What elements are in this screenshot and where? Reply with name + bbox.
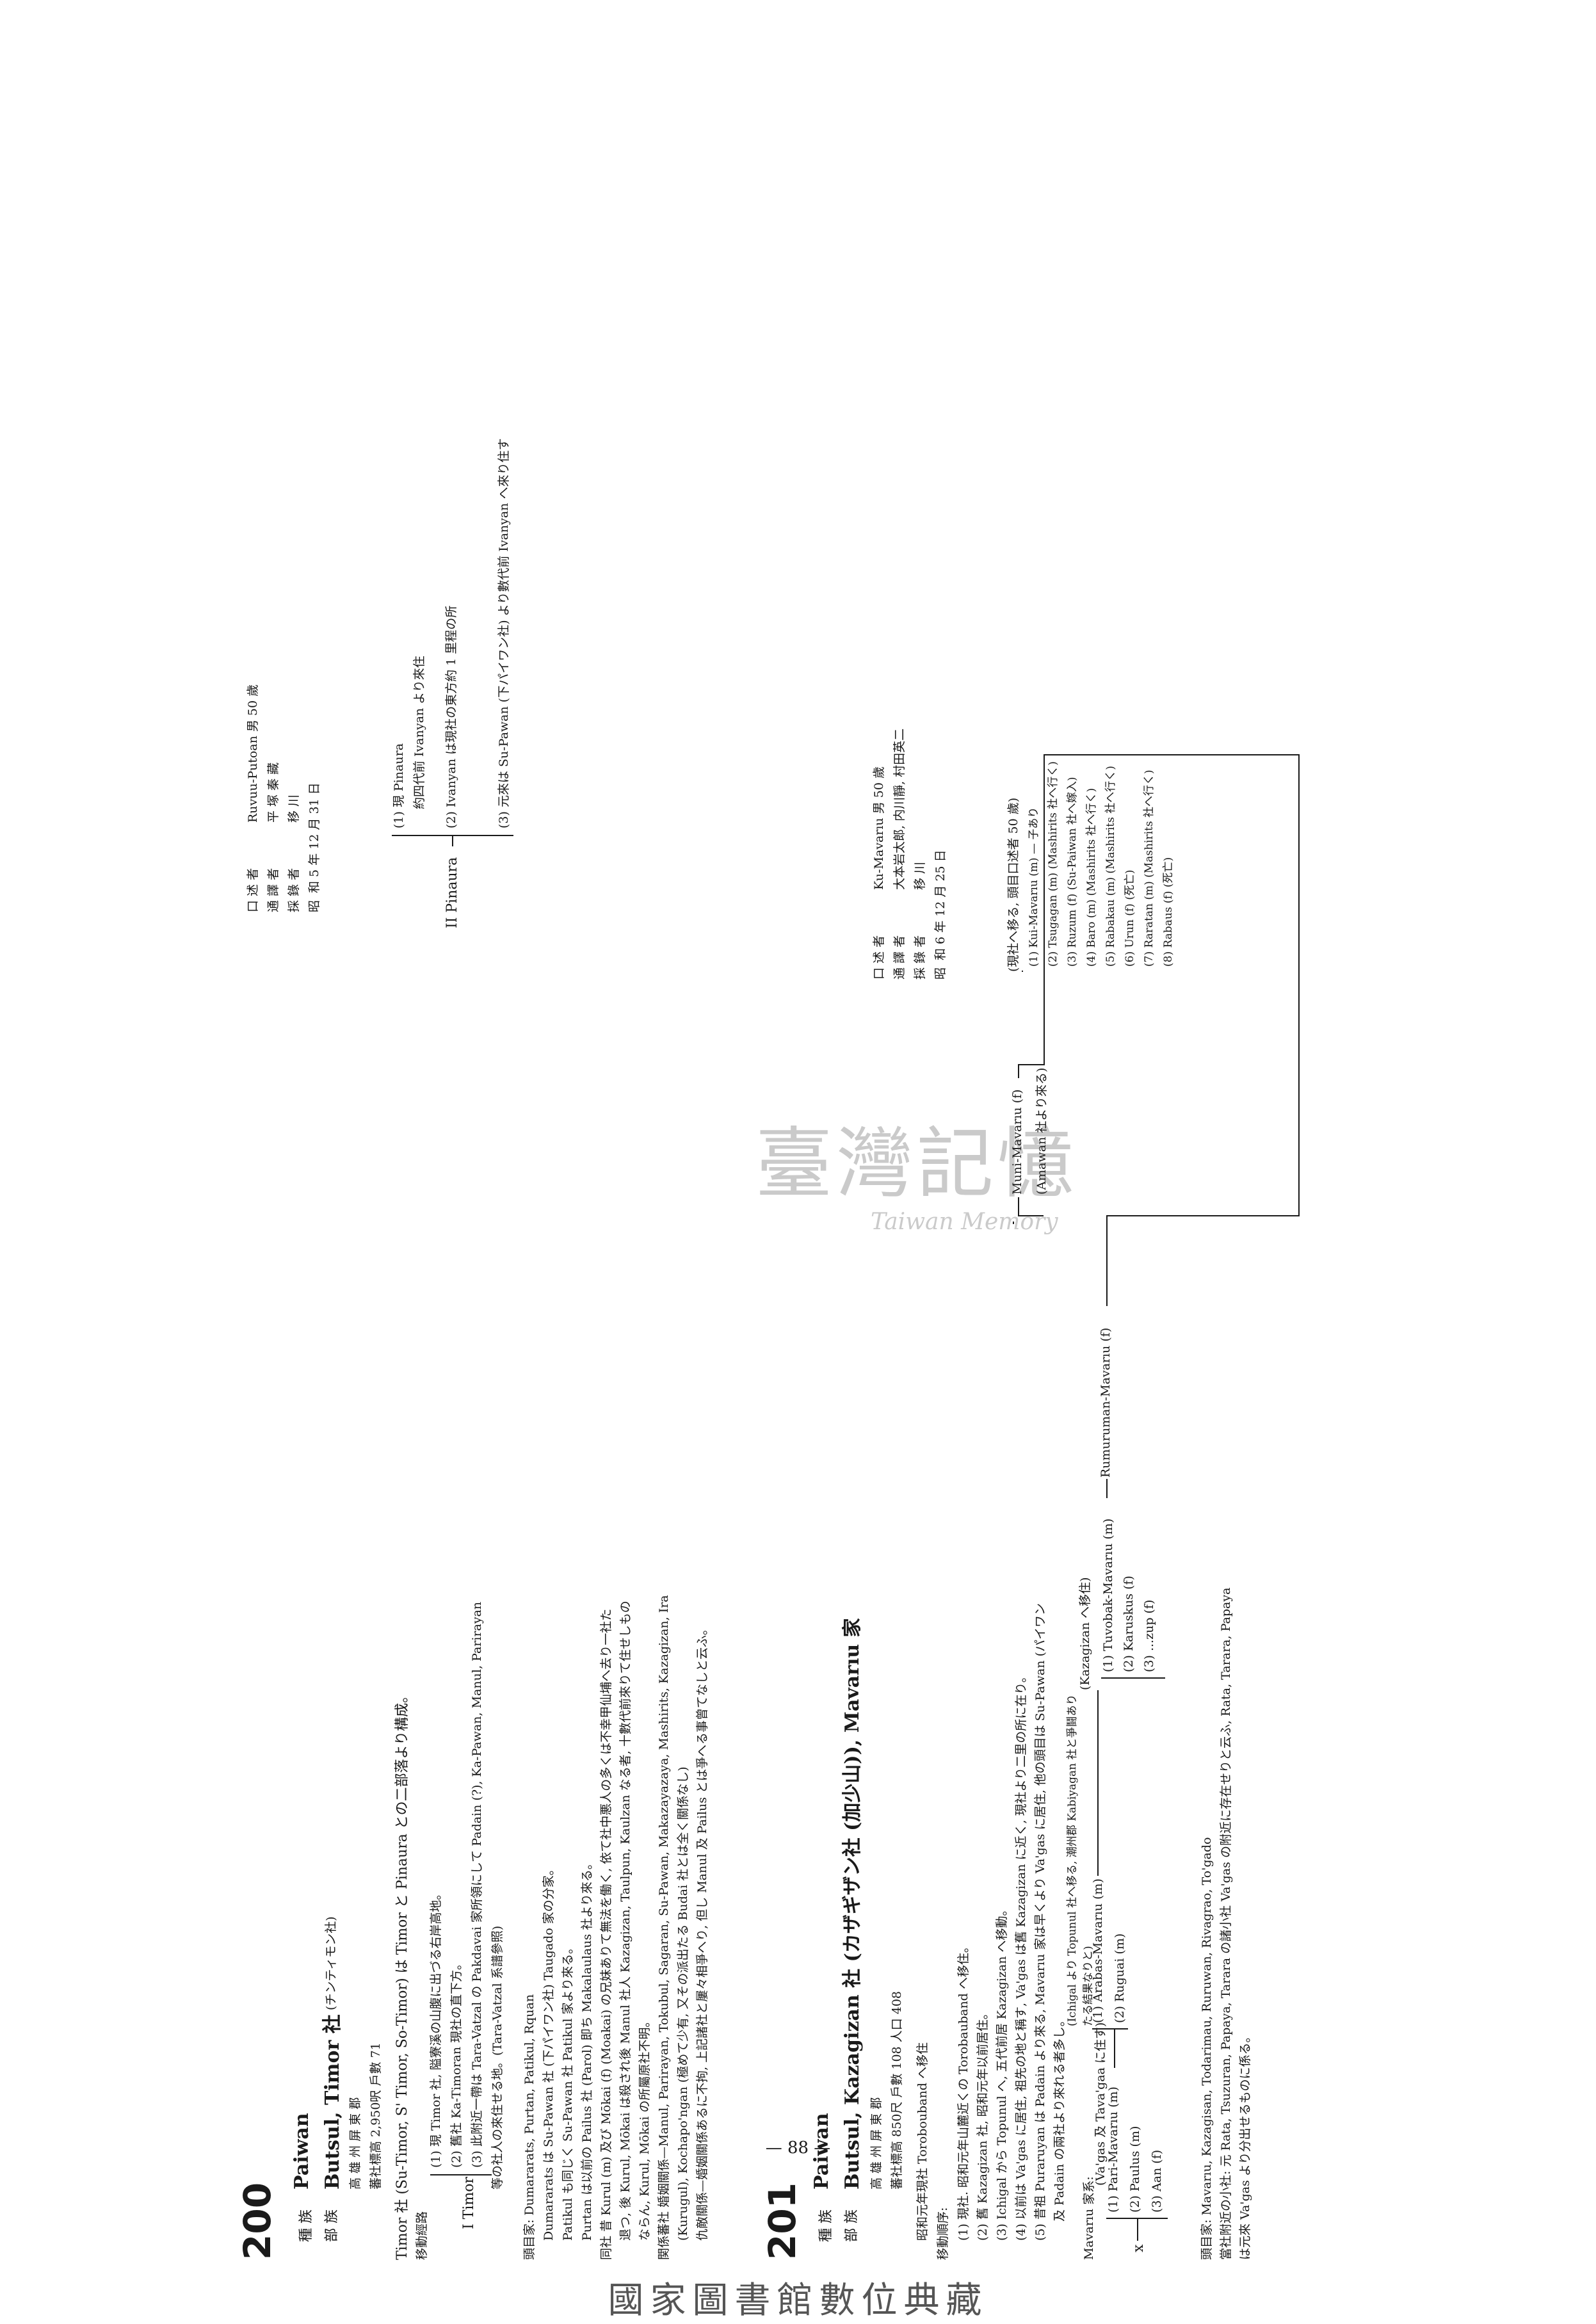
route-item: (2) 舊社 Ka-Timoran 現社の直下方。: [449, 1957, 463, 2168]
informant-label: 口 述 者: [872, 935, 886, 980]
informant-value: 平 塚 秦 藏: [266, 762, 280, 823]
connector: [1114, 2029, 1115, 2068]
description: Timor 社 (Su-Timor, S' Timor, So-Timor) は…: [394, 1688, 410, 2260]
tree-center: Rumuruman-Mavarıu (f): [1099, 1327, 1113, 1478]
tribe-label: 部 族: [844, 2209, 860, 2242]
migration-label: 移動經路: [415, 2211, 429, 2260]
informant-value: 移 川: [913, 861, 927, 890]
tree-gg: (Kazagizan へ移住): [1078, 1577, 1092, 1690]
pinaura-item: (3) 元來は Su-Pawan (下パイワン社) より數代前 Ivanyan …: [497, 438, 511, 828]
tree-grand: (2) Ruguai (m): [1113, 1933, 1127, 2023]
brace: [392, 835, 513, 836]
informant-value: 大本岩太郎, 内川靜, 村田英二: [892, 728, 907, 890]
child-5: (5) Rabakau (m) (Mashirits 社へ行く): [1104, 766, 1117, 967]
race-label: 種 族: [818, 2209, 834, 2242]
chief-line: Purtan は以前の Pailus 社 (Parol) 即ち Makalaul…: [580, 1857, 594, 2241]
connector: [1106, 1215, 1298, 1216]
informant-label: 採 錄 者: [913, 935, 927, 980]
connector: [1097, 1690, 1099, 1876]
chief-line: Dumararats は Su-Pawan 社 (下パイワン社) Taugado…: [542, 1863, 556, 2241]
tree-gg: (3) ...zup (f): [1142, 1599, 1156, 1672]
connector: [1018, 1065, 1019, 1078]
connector: [1018, 1064, 1044, 1065]
altitude: 蕃社標高 2,950呎 戶數 71: [369, 2042, 383, 2190]
watermark: 臺灣記憶 Taiwan Memory: [755, 1101, 1078, 1235]
tree-gg: (2) Karuskus (f): [1122, 1576, 1136, 1672]
tree-note: (Ichigal より Topunul 社へ移る, 潮州郡 Kabiyagan …: [1066, 1694, 1095, 2026]
chief-line: Patikul も同じく Su-Pawan 社 Patikul 家より來る。: [561, 1941, 575, 2241]
child-8: (8) Rabaus (f) (死亡): [1162, 857, 1175, 967]
child-1: (1) Kui-Mavarıu (m) — 子あり: [1028, 807, 1040, 967]
brace: [1022, 971, 1023, 972]
child-7: (7) Raratan (m) (Mashirits 社へ行く): [1143, 770, 1156, 967]
tree-root: x: [1131, 2244, 1147, 2252]
pinaura-item: (2) Ivanyan は現社の東方約 1 里程の所: [444, 605, 458, 828]
child-3: (3) Ruzum (f) (Su-Paiwan 社へ嫁入): [1066, 777, 1079, 967]
chief-line: 関係蕃社 婚姻關係—Manul, Parirayan, Tokubul, Sag…: [657, 1595, 671, 2260]
child-6: (6) Urun (f) (死亡): [1124, 869, 1136, 967]
pinaura-item: (1) 現 Pinaura: [392, 743, 406, 828]
connector: [1106, 1216, 1108, 1306]
brace: [430, 2174, 492, 2175]
step: (1) 現社. 昭和元年山麓近くの Torobauband へ移住。: [956, 1941, 971, 2241]
watermark-latin: Taiwan Memory: [871, 1209, 1058, 1235]
brace: [1101, 1677, 1165, 1679]
informant-label: 採 錄 者: [287, 867, 301, 912]
child-2: (2) Tsugagan (m) (Mashirits 社へ行く): [1047, 761, 1060, 967]
route-roman: I Timor: [461, 2176, 477, 2229]
entry-number-200: 200: [236, 2182, 279, 2260]
race-label: 種 族: [298, 2209, 314, 2242]
family-label: Mavarıu 家系:: [1082, 2176, 1096, 2260]
tribe-name: Butsul, Kazagizan 社 (カザギザン社 (加少山)), Mava…: [841, 1618, 864, 2190]
route-item: (1) 現 Timor 社, 隘寮溪の山腹に出づる右岸高地。: [429, 1887, 443, 2168]
connector: [1106, 1479, 1108, 1498]
tribe-label: 部 族: [324, 2209, 340, 2242]
children-header: (現社へ移る, 頭目口述者 50 歲): [1006, 797, 1020, 972]
footer-text: 國家圖書館數位典藏: [608, 2280, 988, 2321]
tree-child: (3) Aan (f): [1150, 2149, 1164, 2213]
brace: [1106, 2218, 1168, 2219]
informant-label: 通 譯 者: [892, 935, 907, 980]
chief-line: 當社附近の小社: 元 Rata, Tsuzuran, Papaya, Tarar…: [1219, 1587, 1233, 2260]
connector: [1298, 755, 1300, 1216]
route-item: (3) 此附近一帶は Tara-Vatzal の Pakdavai 家所領にして…: [470, 1601, 484, 2168]
chief-line: 頭目家: Dumararats, Purtan, Patikul, Rquan: [522, 1994, 536, 2260]
informant-label: 昭: [933, 967, 947, 980]
tribe-name: Butsul, Timor 社: [321, 2014, 344, 2190]
pinaura-roman: II Pinaura: [444, 857, 460, 928]
entry-number-201: 201: [761, 2182, 804, 2260]
chief-line: 頭目家: Mavarıu, Kazagisan, Todarimau, Ruru…: [1200, 1837, 1214, 2260]
child-4: (4) Baro (m) (Mashirits 社へ行く): [1085, 787, 1098, 967]
page-number: — 88 —: [765, 2138, 831, 2158]
chief-line: ならん, Kurul, Mōkai の所屬原社不明。: [638, 2015, 652, 2241]
connector: [1137, 2219, 1138, 2241]
connector: [1044, 754, 1300, 755]
altitude: 蕃社標高 850尺 戶數 108 人口 408: [890, 1991, 904, 2190]
step: (3) Ichigal から Topunul へ, 五代前居 Kazagizan…: [995, 1903, 1009, 2241]
tribe-kana: (チンティモン社): [324, 1916, 338, 2010]
step: 及 Padain の兩社より來れる者多し。: [1052, 2014, 1067, 2222]
informant-label: 昭: [307, 900, 321, 912]
tree-header: (Va'gas 及 Tava'gaa に住す): [1093, 2022, 1108, 2186]
chief-line: (Kurugul), Kochapo'ngan (極めて少有, 又その派出たる …: [676, 1766, 690, 2241]
step: (2) 舊 Kazagizan 社, 昭和元年以前居住。: [976, 2007, 990, 2241]
brace: [1092, 2028, 1128, 2029]
chief-line: 同社 昔 Kurul (m) 及び Mōkai (f) (Moakai) の兄妹…: [599, 1608, 613, 2260]
informant-label: 通 譯 者: [266, 867, 280, 912]
tree-gg: (1) Tuvobak-Mavarıu (m): [1101, 1518, 1115, 1672]
informant-value: Ku-Mavarıu 男 50 歲: [872, 766, 886, 890]
informant-label: 口 述 者: [246, 867, 260, 912]
informant-value: 和 6 年 12 月 25 日: [933, 850, 947, 960]
connector: [452, 836, 453, 846]
watermark-cjk: 臺灣記憶: [755, 1120, 1078, 1209]
informant-value: Ruvuu-Putoan 男 50 歲: [246, 684, 260, 823]
migration-label: 移動順序:: [936, 2207, 950, 2260]
pinaura-item: 約四代前 Ivanyan より來住: [412, 656, 426, 809]
informant-value: 移 川: [287, 794, 301, 823]
informant-value: 和 5 年 12 月 31 日: [307, 782, 321, 893]
